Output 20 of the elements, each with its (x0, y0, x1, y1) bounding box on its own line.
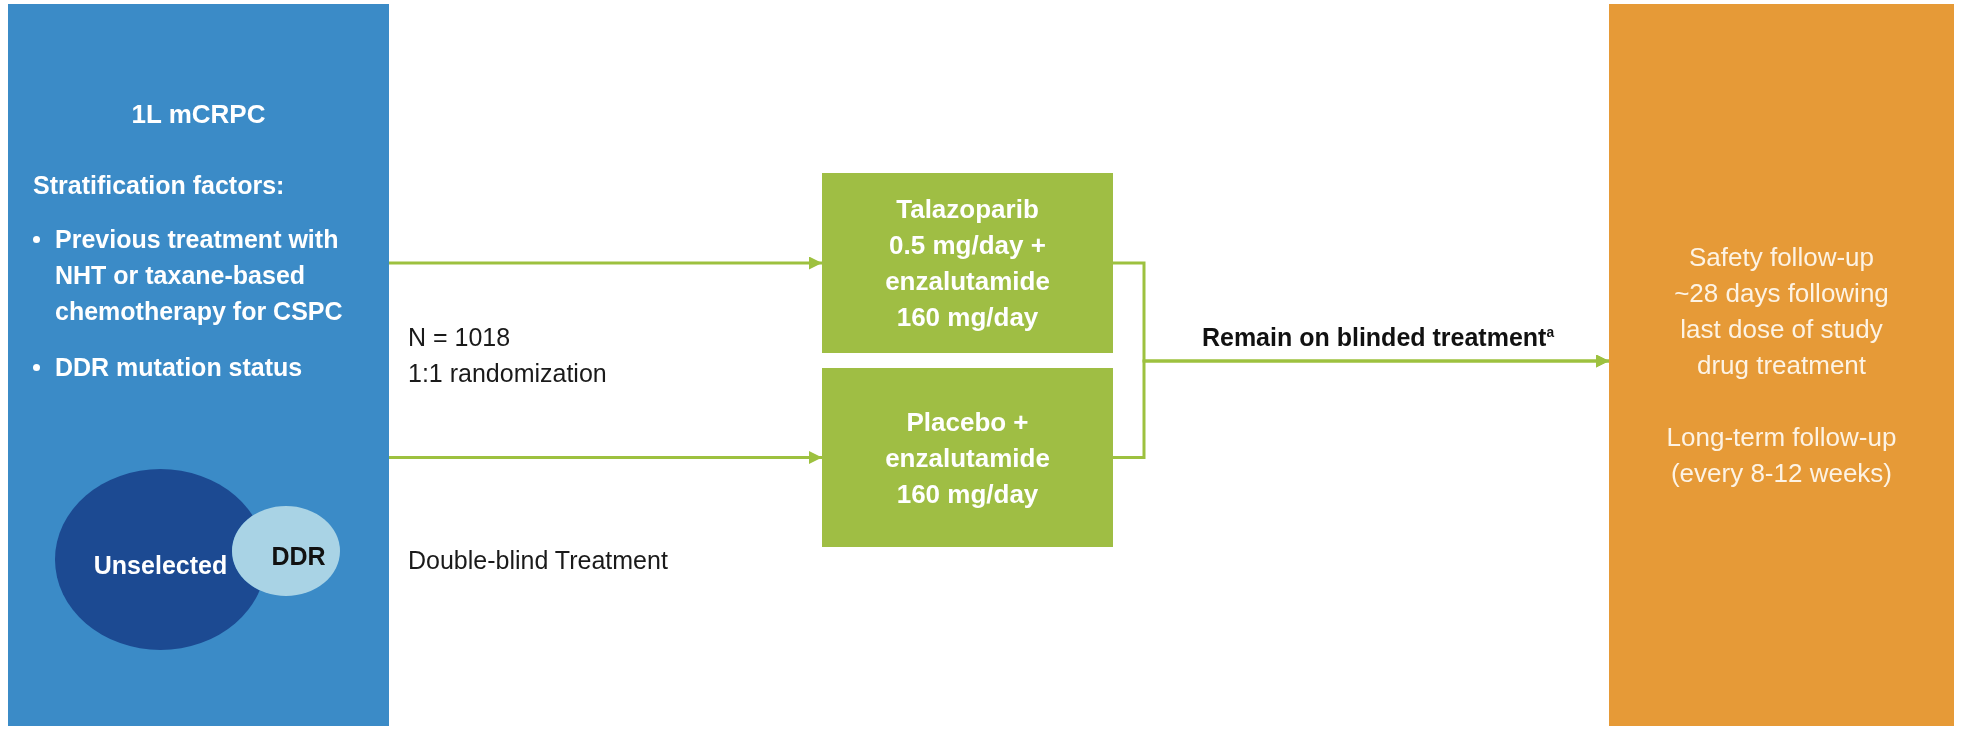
follow-up-text: Long-term follow-up (every 8-12 weeks) (1665, 421, 1898, 490)
cohort-panel (8, 4, 389, 726)
treatment-arm-box (822, 368, 1113, 547)
panel-subheading: Stratification factors: (33, 170, 285, 201)
ellipse-label: Unselected (93, 549, 228, 580)
arm-label: Talazoparib 0.5 mg/day + enzalutamide 160 mg/day (884, 193, 1051, 334)
arrow (1113, 354, 1609, 459)
ellipse-label: DDR (271, 541, 326, 571)
arrow (389, 451, 822, 464)
bullet-item: Previous treatment with NHT or taxane-based chemotherapy for CSPC (33, 221, 381, 329)
follow-up-text: Safety follow-up ~28 days following last dose of study drug treatment (1673, 241, 1890, 382)
annotation-text: Double-blind Treatment (408, 545, 668, 576)
treatment-arm-box (822, 173, 1113, 353)
arm-label: Placebo + enzalutamide 160 mg/day (884, 405, 1051, 511)
bullet-item: DDR mutation status (33, 349, 303, 385)
arrow (389, 256, 822, 270)
follow-up-panel (1609, 4, 1954, 726)
panel-heading: 1L mCRPC (131, 98, 266, 131)
annotation-text: N = 1018 (408, 322, 511, 353)
annotation-text: 1:1 randomization (408, 358, 607, 389)
